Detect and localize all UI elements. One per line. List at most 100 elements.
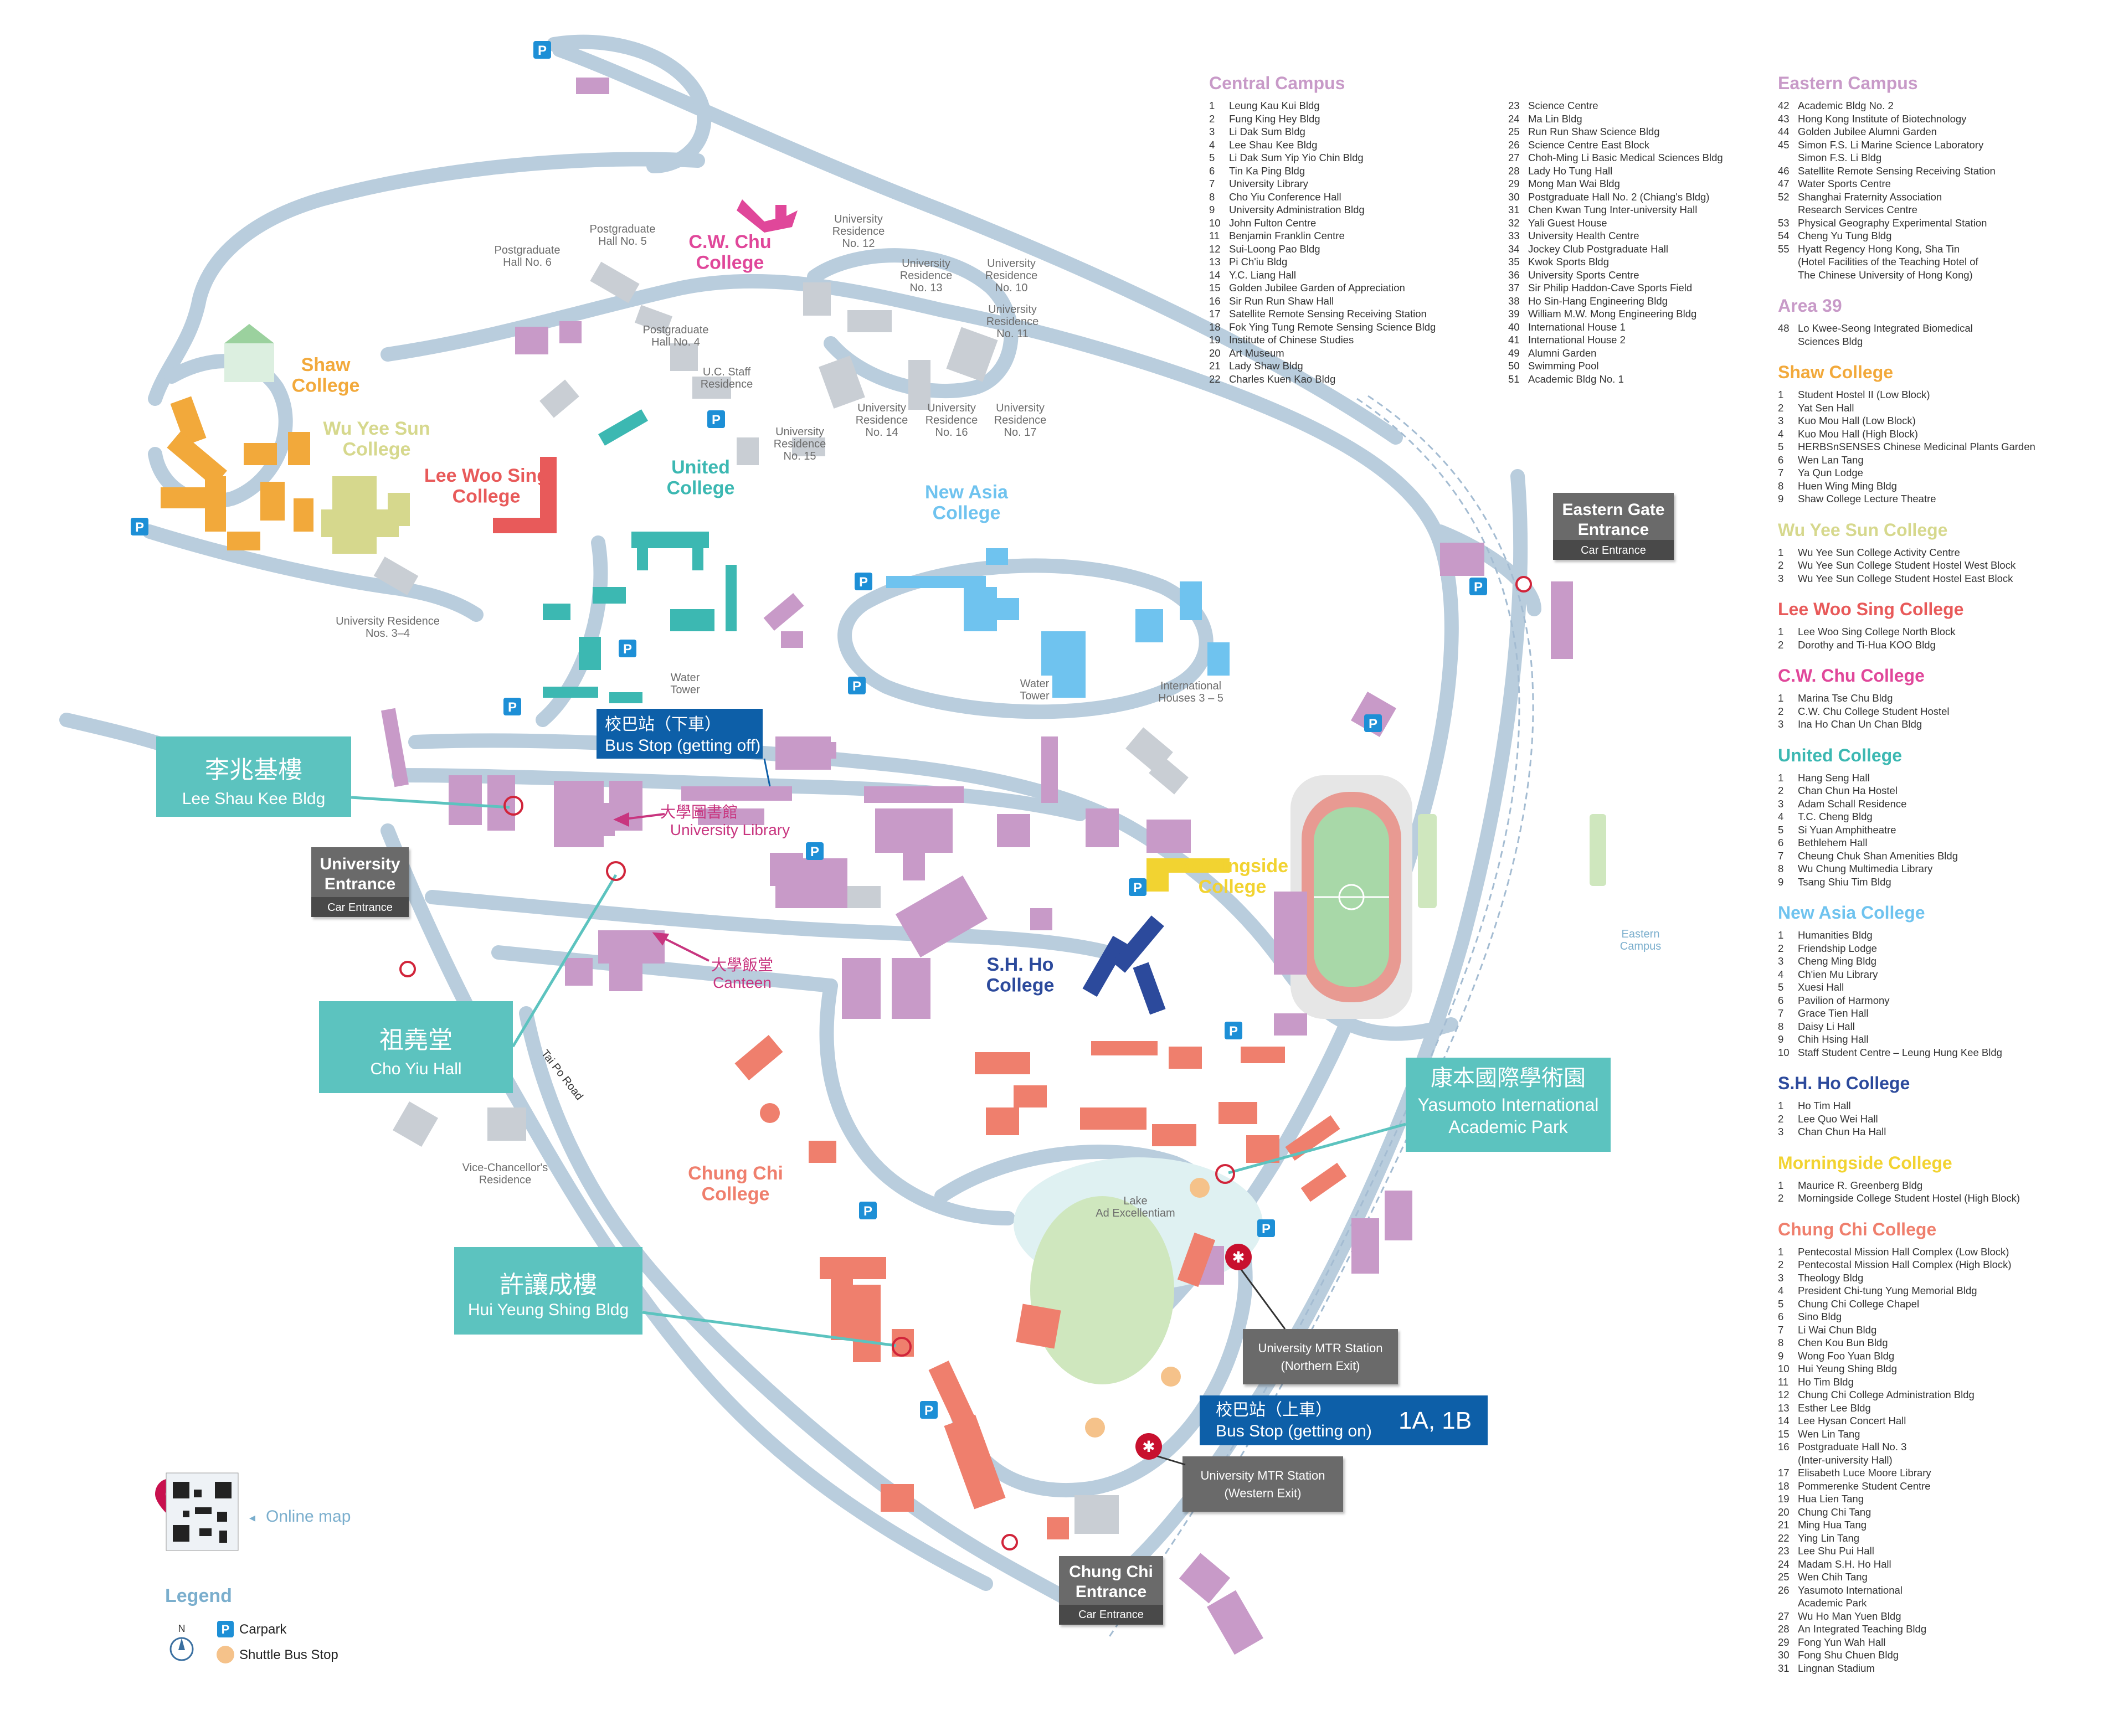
building-name: Cheung Chuk Shan Amenities Bldg (1798, 849, 1958, 862)
svg-text:李兆基樓: 李兆基樓 (205, 756, 302, 784)
callout-hui-yeung-shing: 許讓成樓 Hui Yeung Shing Bldg (454, 1247, 912, 1357)
united-college-buildings[interactable] (543, 409, 737, 703)
facility-arrows (613, 812, 709, 962)
lee-woo-sing-buildings[interactable] (493, 457, 557, 533)
building-number: 3 (1778, 1126, 1784, 1137)
cw-chu-buildings[interactable] (737, 199, 798, 233)
svg-text:康本國際學術園: 康本國際學術園 (1431, 1066, 1586, 1090)
building-number: 1 (1778, 1179, 1784, 1191)
wu-yee-sun-buildings[interactable] (321, 476, 410, 554)
building-name: Maurice R. Greenberg Bldg (1798, 1179, 1923, 1191)
chung-chi-entrance-box: Chung Chi Entrance Car Entrance (1059, 1556, 1163, 1625)
building-number: 11 (1778, 1376, 1789, 1388)
sh-ho-buildings[interactable] (1082, 915, 1166, 1015)
shaw-college-buildings[interactable] (161, 396, 313, 550)
building-number: 3 (1209, 126, 1215, 137)
building-name: Marina Tse Chu Bldg (1798, 692, 1893, 704)
building-name: Chung Chi Tang (1798, 1506, 1872, 1518)
road-south-west (519, 1006, 1087, 1613)
mtr-northern-exit-box: University MTR Station (Northern Exit) (1243, 1329, 1398, 1384)
mtr-icons[interactable]: ✱ ✱ (1135, 1244, 1252, 1460)
cc-entrance-l2: Entrance (1076, 1583, 1146, 1601)
building-name: Ying Lin Tang (1798, 1532, 1860, 1544)
building-name: Sir Philip Haddon-Cave Sports Field (1528, 282, 1693, 293)
building-number: 15 (1778, 1428, 1790, 1440)
building-number: 12 (1778, 1389, 1790, 1400)
building-name: Academic Park (1798, 1597, 1867, 1609)
building-name: Li Dak Sum Yip Yio Chin Bldg (1229, 152, 1364, 163)
building-name: Wu Yee Sun College Student Hostel East B… (1798, 572, 2013, 584)
building-number: 19 (1209, 334, 1221, 346)
building-name: An Integrated Teaching Bldg (1798, 1623, 1927, 1635)
building-number (1778, 151, 1798, 164)
road-tai-po (381, 823, 993, 1591)
building-number: 35 (1508, 256, 1520, 267)
carpark-icon: P (503, 698, 521, 715)
chung-chi-buildings[interactable] (734, 1034, 1347, 1539)
svg-text:P: P (712, 413, 721, 427)
carpark-icons[interactable]: P P P P P P P P P P P P P P P (131, 41, 1487, 1419)
carpark-icon: P (217, 1621, 234, 1637)
callout-cho-yiu-hall: 祖堯堂 Cho Yiu Hall (319, 861, 626, 1093)
cc-entrance-l1: Chung Chi (1069, 1563, 1153, 1581)
online-map-label: Online map (266, 1507, 351, 1526)
label-library-en: University Library (670, 821, 790, 838)
svg-text:P: P (852, 679, 861, 694)
entrance-markers[interactable] (399, 576, 1532, 1550)
building-number: 1 (1778, 771, 1784, 784)
new-asia-buildings[interactable] (886, 548, 1230, 698)
svg-text:Cho Yiu Hall: Cho Yiu Hall (370, 1060, 461, 1078)
building-number: 39 (1508, 308, 1520, 320)
building-name: Daisy Li Hall (1798, 1020, 1855, 1032)
svg-text:P: P (623, 642, 632, 657)
building-name: Wu Yee Sun College Activity Centre (1798, 546, 1960, 558)
building-name: Academic Bldg No. 2 (1798, 100, 1894, 111)
building-name: Ch'ien Mu Library (1798, 968, 1878, 980)
building-number: 9 (1778, 493, 1784, 504)
building-number: 13 (1778, 1402, 1790, 1414)
building-list-item: Research Services Centre (1778, 203, 2105, 217)
building-name: Ming Hua Tang (1798, 1519, 1867, 1531)
road-mid-cross (425, 890, 1115, 960)
building-name: Li Wai Chun Bldg (1798, 1323, 1877, 1336)
building-name: Tin Ka Ping Bldg (1229, 164, 1305, 177)
building-number: 13 (1209, 256, 1221, 267)
label-canteen-zh: 大學飯堂 (711, 956, 773, 973)
building-number: 1 (1778, 1245, 1784, 1258)
central-campus-buildings[interactable] (381, 78, 1573, 1655)
shuttle-stops[interactable] (1085, 1178, 1210, 1438)
building-number: 2 (1778, 942, 1784, 954)
building-number: 4 (1209, 138, 1215, 151)
residence-buildings[interactable] (373, 261, 1189, 1534)
building-number: 10 (1209, 217, 1221, 229)
building-name: Postgraduate Hall No. 3 (1798, 1441, 1907, 1452)
building-name: Theology Bldg (1798, 1271, 1864, 1284)
building-name: Wen Lin Tang (1798, 1428, 1860, 1440)
building-list-item: 1 Maurice R. Greenberg Bldg (1778, 1179, 2105, 1192)
road-network (59, 34, 1541, 1613)
morningside-buildings[interactable] (1146, 858, 1230, 892)
building-number: 25 (1508, 126, 1520, 137)
